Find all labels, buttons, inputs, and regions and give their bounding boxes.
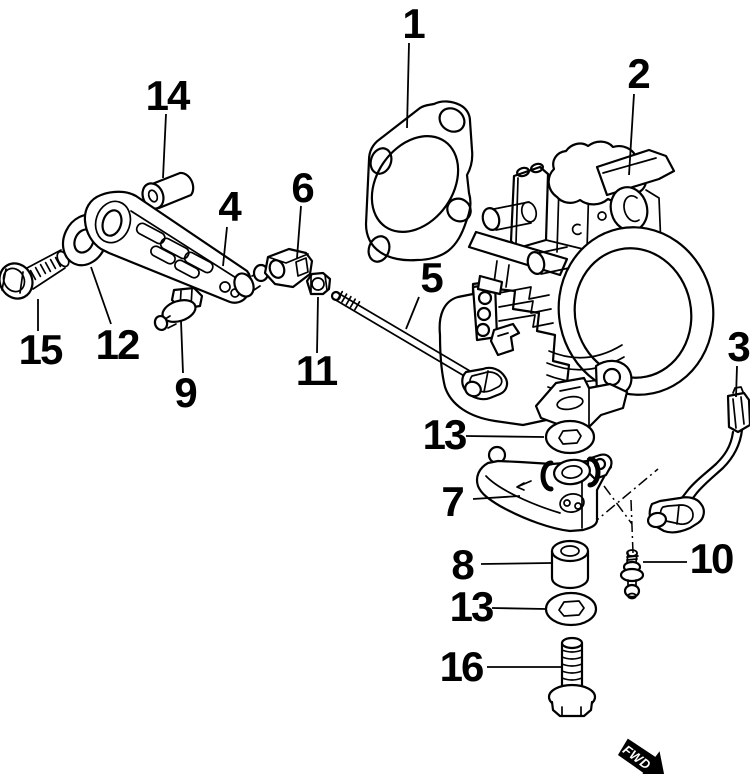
callout-8: 8 bbox=[451, 541, 474, 588]
part-16-bolt bbox=[547, 636, 597, 718]
part-9-screw bbox=[153, 286, 204, 332]
callout-11: 11 bbox=[295, 347, 338, 394]
part-1-gasket bbox=[364, 100, 474, 263]
callout-4: 4 bbox=[218, 183, 241, 230]
part-4-lever-arm bbox=[83, 190, 270, 304]
callout-15: 15 bbox=[18, 326, 64, 373]
part-8-spacer bbox=[550, 539, 590, 590]
callout-13-lower: 13 bbox=[449, 583, 495, 630]
part-3-cable-link bbox=[646, 386, 750, 534]
callout-5: 5 bbox=[420, 254, 443, 301]
callout-12: 12 bbox=[95, 321, 141, 368]
part-13-washer-upper bbox=[544, 419, 596, 455]
callout-9: 9 bbox=[174, 369, 197, 416]
part-10-screw bbox=[619, 549, 645, 600]
part-2-throttle-body bbox=[438, 140, 715, 429]
callout-1: 1 bbox=[402, 0, 425, 47]
part-13-washer-lower bbox=[544, 591, 598, 627]
callout-14: 14 bbox=[145, 72, 191, 119]
callout-10: 10 bbox=[689, 535, 735, 582]
callout-13-upper: 13 bbox=[422, 411, 468, 458]
part-14-collar bbox=[141, 171, 195, 210]
part-11-nut bbox=[305, 271, 332, 296]
callout-7: 7 bbox=[441, 478, 464, 525]
callout-3: 3 bbox=[727, 323, 750, 370]
callout-2: 2 bbox=[627, 50, 650, 97]
part-7-bracket bbox=[475, 445, 613, 533]
leader-lines bbox=[37, 42, 738, 668]
part-6-clevis-joint bbox=[263, 247, 314, 289]
fwd-arrow-icon: FWD bbox=[617, 738, 665, 774]
callout-16: 16 bbox=[439, 643, 485, 690]
part-5-throttle-rod bbox=[330, 290, 509, 401]
callout-6: 6 bbox=[291, 164, 314, 211]
part-15-bolt bbox=[0, 249, 70, 300]
phantom-lines bbox=[532, 468, 659, 554]
